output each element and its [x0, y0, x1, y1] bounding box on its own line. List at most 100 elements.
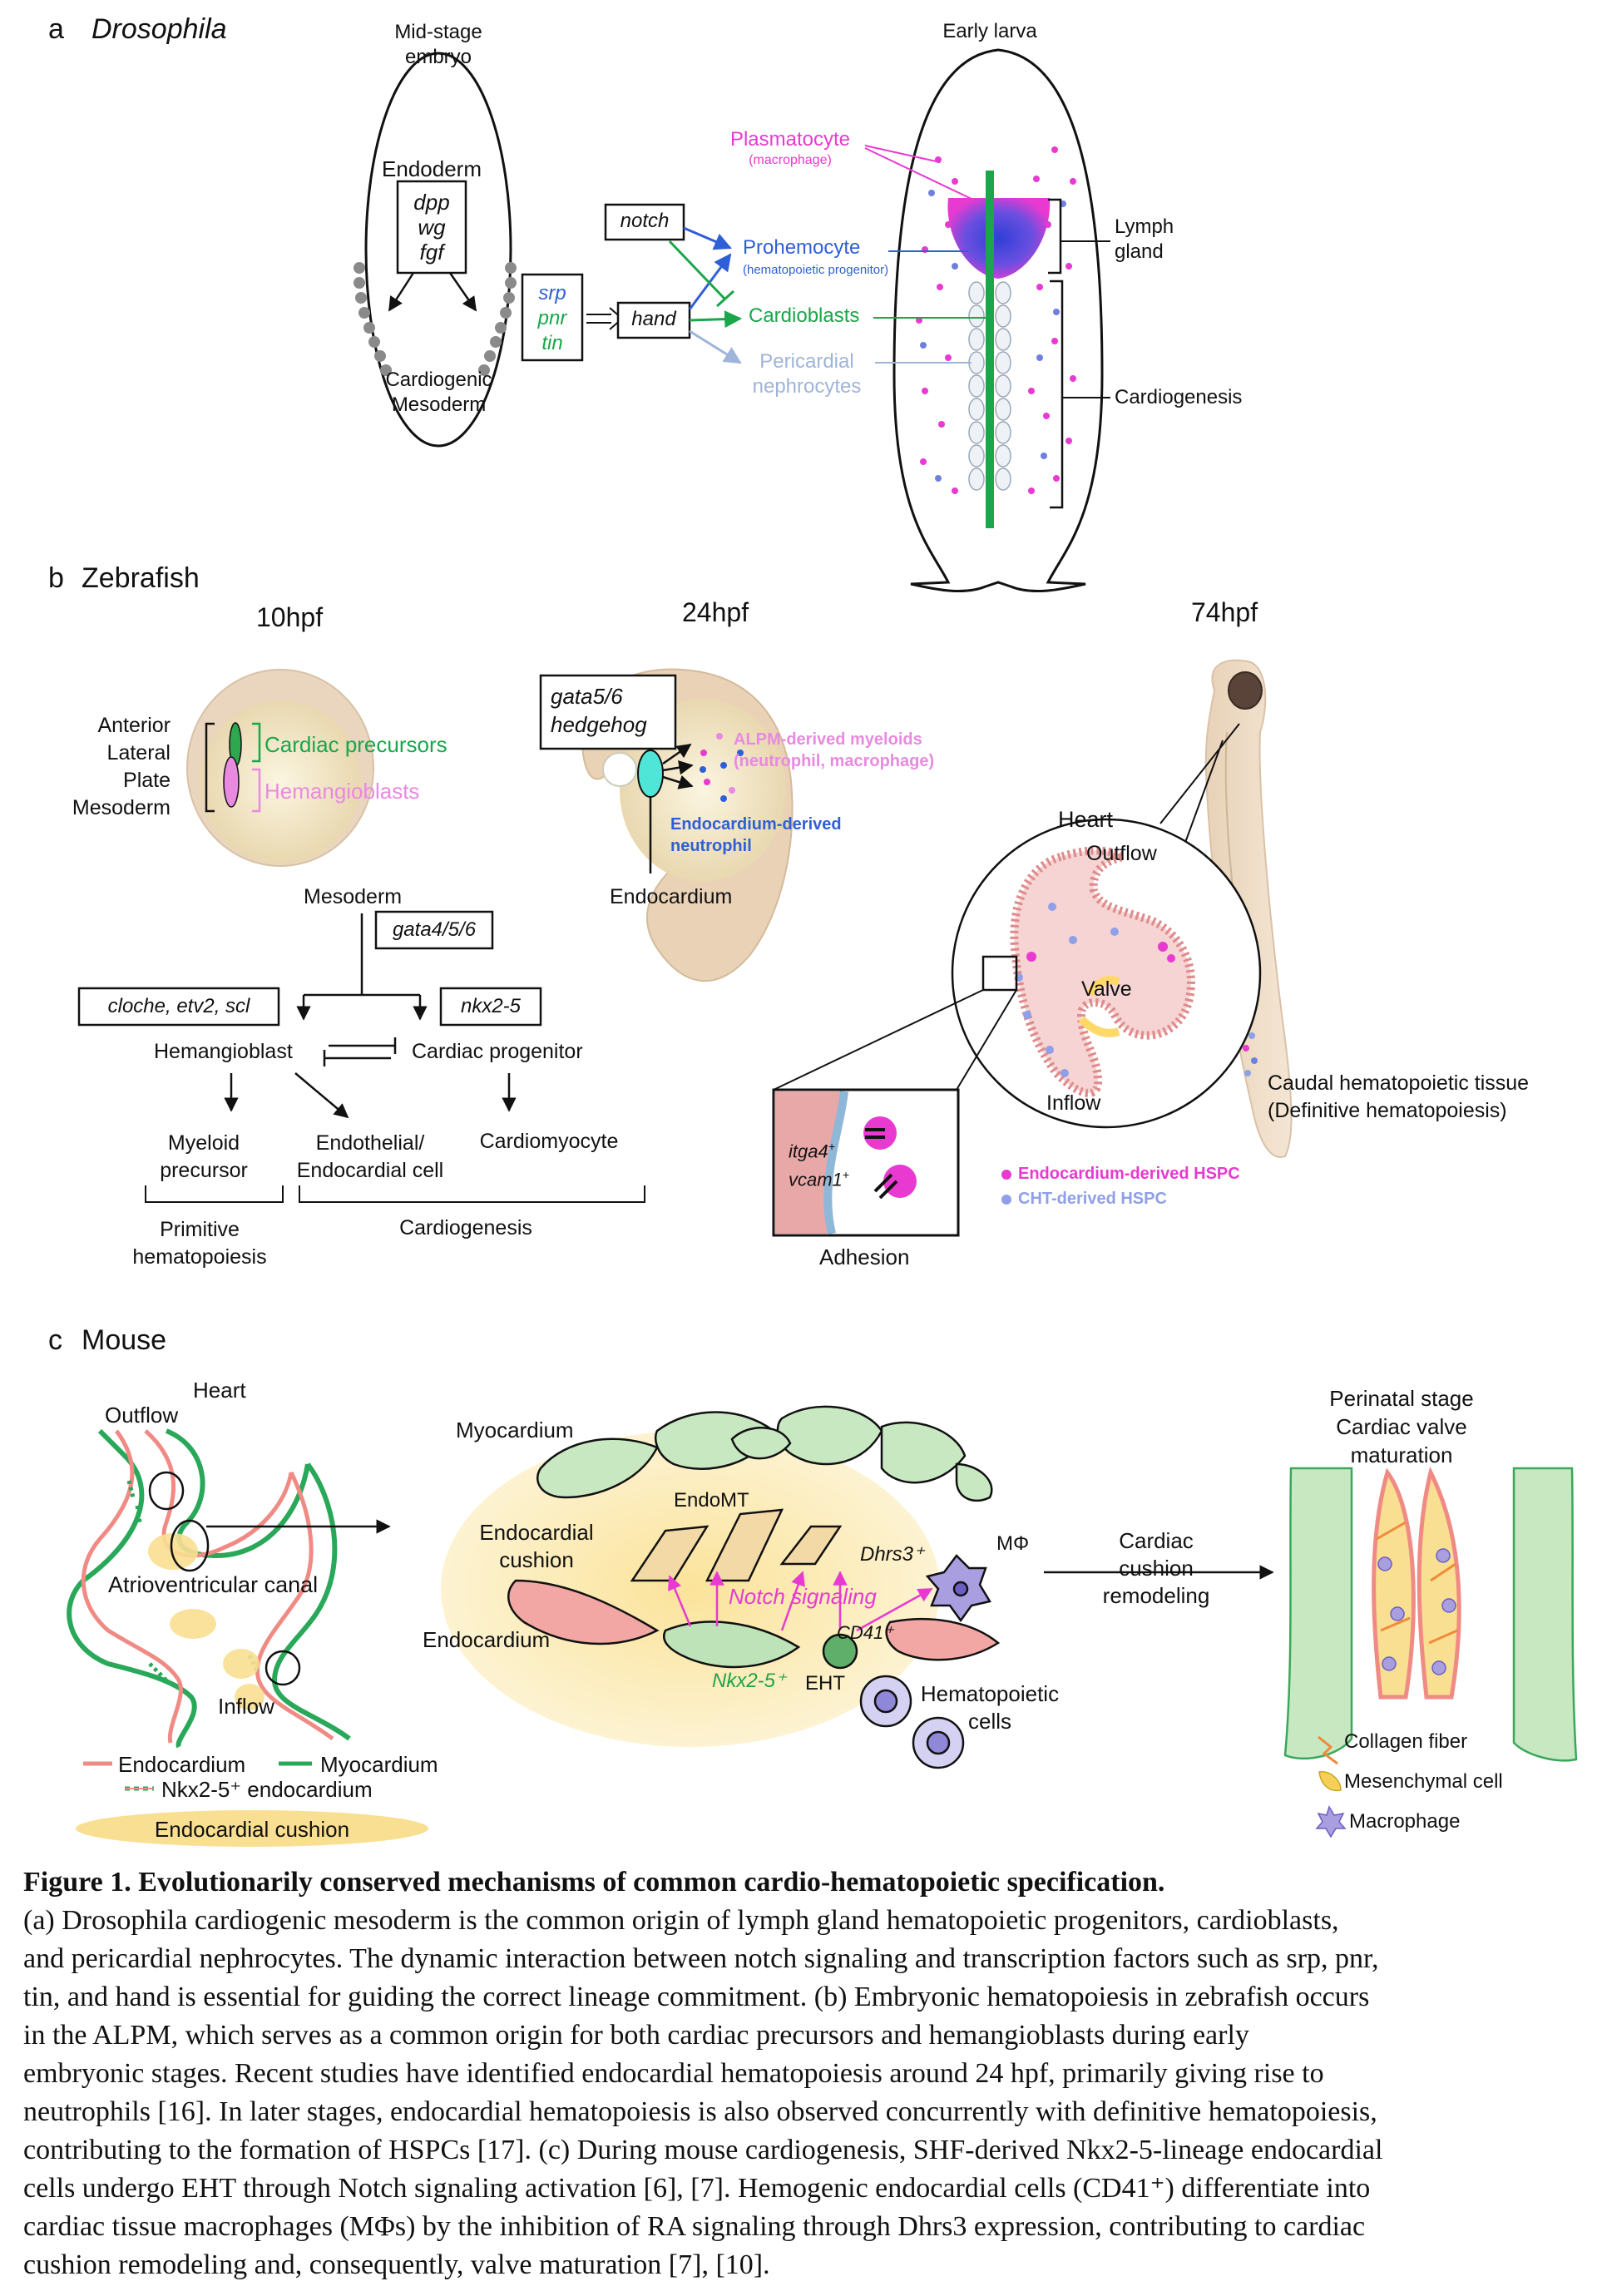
- notch-arrows: [667, 1571, 933, 1632]
- stage-10hpf: 10hpf: [256, 602, 324, 632]
- caption-line: and pericardial nephrocytes. The dynamic…: [23, 1943, 1379, 1974]
- legend-endo-hspc: Endocardium-derived HSPC: [1018, 1165, 1240, 1183]
- endocardial-cushion-bg: [441, 1431, 940, 1747]
- gata456-box: [374, 910, 494, 950]
- heart-hspc-dots: [1015, 903, 1175, 1077]
- mesenchymal-label: Mesenchymal cell: [1344, 1770, 1503, 1793]
- heart-c-label: Heart: [193, 1378, 246, 1403]
- adhesion-zoom-marker: [981, 955, 1018, 992]
- plasmatocyte-dots: [916, 146, 1076, 494]
- zebrafish-heart-tissue: [1010, 846, 1195, 1097]
- cardioblasts-label: Cardioblasts: [749, 304, 860, 327]
- panel-c: [67, 1405, 1578, 1847]
- gene-pnr: pnr: [537, 307, 567, 329]
- gene-srp: srp: [538, 282, 566, 304]
- fish-eye: [1228, 671, 1263, 710]
- pericardial-label: Pericardial nephrocytes: [752, 350, 862, 398]
- heart-b-label: Heart: [1058, 807, 1114, 832]
- tf-gene-box: [521, 273, 584, 362]
- hemangioblast-domain: [223, 756, 240, 808]
- valve-macrophages: [1377, 1548, 1456, 1675]
- notch-label: notch: [620, 210, 670, 232]
- hand-label: hand: [631, 308, 676, 330]
- mesenchymal-cells: [630, 1508, 843, 1582]
- primitive-label: Primitive hematopoiesis: [132, 1218, 267, 1269]
- mouse-cushion-blobs: [148, 1533, 265, 1710]
- adhesion-label: Adhesion: [819, 1244, 910, 1269]
- gata56-hedgehog-box: [539, 674, 677, 750]
- stage-74hpf: 74hpf: [1191, 597, 1258, 627]
- gene-fgf: fgf: [419, 240, 444, 265]
- caption-line: in the ALPM, which serves as a common or…: [23, 2020, 1249, 2051]
- cht-label: Caudal hematopoietic tissue (Definitive …: [1268, 1071, 1530, 1122]
- myocardium-c-label: Myocardium: [456, 1418, 574, 1442]
- legend-cushion-swatch: [76, 1810, 428, 1847]
- hemangioblast-label: Hemangioblast: [154, 1040, 293, 1063]
- caption-line: cushion remodeling and, consequently, va…: [23, 2249, 770, 2280]
- collagen-icon: [1318, 1735, 1338, 1765]
- figure-canvas: [67, 48, 1578, 1847]
- caption-title: Figure 1. Evolutionarily conserved mecha…: [23, 1867, 1165, 1898]
- dhrs3-label: Dhrs3⁺: [860, 1543, 924, 1566]
- gata56-hedgehog-label: gata5/6 hedgehog: [551, 684, 647, 737]
- valve-myocardium-left: [1283, 1467, 1353, 1760]
- panel-b-title: Zebrafish: [82, 562, 200, 594]
- myeloid-dots-24hpf: [700, 733, 744, 802]
- macrophage-label: Macrophage: [1349, 1810, 1461, 1833]
- remodeling-label: Cardiac cushion remodeling: [1102, 1528, 1210, 1608]
- perinatal-label: Perinatal stage Cardiac valve maturation: [1329, 1386, 1474, 1467]
- legend-endo-hspc-dot: [1001, 1170, 1011, 1180]
- endoderm-gene-box: [396, 180, 467, 275]
- cloche-box: [77, 987, 280, 1027]
- endocardial-cells: [507, 1579, 1001, 1670]
- endocardium-24-label: Endocardium: [610, 885, 733, 908]
- legend-nkx: Nkx2-5⁺ endocardium: [161, 1777, 373, 1802]
- cardiomyocyte-label: Cardiomyocyte: [479, 1130, 619, 1153]
- valve-leaflet-left: [1372, 1467, 1416, 1700]
- larva-title: Early larva: [942, 20, 1037, 42]
- endocardium-24hpf: [637, 750, 664, 798]
- cardiogenic-cells-left: [354, 262, 392, 376]
- embryo-title: Mid-stage embryo: [394, 21, 482, 68]
- lymph-gland-label: Lymph gland: [1115, 215, 1174, 263]
- cardiogenesis-b-label: Cardiogenesis: [399, 1216, 532, 1240]
- legend-cht-hspc-dot: [1001, 1195, 1011, 1205]
- macrophage-mphi: [925, 1554, 991, 1623]
- cd41-label: CD41⁺: [837, 1622, 893, 1643]
- gene-dpp: dpp: [413, 190, 450, 215]
- caption-line: contributing to the formation of HSPCs […: [23, 2135, 1383, 2165]
- notch-box: [604, 203, 685, 241]
- legend-endocardium: Endocardium: [118, 1752, 246, 1777]
- valve-collagen: [1376, 1521, 1458, 1645]
- caption-line: (a) Drosophila cardiogenic mesoderm is t…: [23, 1905, 1339, 1936]
- panel-a-label: a: [48, 13, 64, 45]
- outflow-c-label: Outflow: [105, 1403, 179, 1428]
- figure-caption: Figure 1. Evolutionarily conserved mecha…: [23, 1863, 1574, 2284]
- caption-line: neutrophils [16]. In later stages, endoc…: [23, 2096, 1377, 2127]
- prohemocyte-dots: [920, 190, 1066, 482]
- caption-line: cells undergo EHT through Notch signalin…: [23, 2173, 1371, 2204]
- nkx25-b-label: nkx2-5: [460, 995, 522, 1017]
- cardiogenesis-a-label: Cardiogenesis: [1115, 386, 1243, 408]
- av-canal-label: Atrioventricular canal: [108, 1572, 319, 1597]
- alpm-label: Anterior Lateral Plate Mesoderm: [72, 714, 171, 819]
- hemangioblasts-label: Hemangioblasts: [265, 779, 420, 804]
- zebrafish-74hpf-larva: [1204, 659, 1293, 1158]
- endoderm-gene-list: dpp wg fgf: [398, 190, 466, 265]
- panel-a: [354, 48, 1110, 593]
- panel-c-label: c: [48, 1324, 62, 1356]
- tf-gene-list: srp pnr tin: [522, 281, 582, 356]
- caption-line: tin, and hand is essential for guiding t…: [23, 1982, 1370, 2012]
- hspc-top: [863, 1116, 897, 1150]
- alpm-myeloids-label: ALPM-derived myeloids (neutrophil, macro…: [734, 730, 935, 770]
- myocardial-cells: [536, 1405, 993, 1502]
- nkx25-c-label: Nkx2-5⁺: [712, 1670, 786, 1692]
- cardiogenic-cells-right: [478, 262, 517, 376]
- outflow-b-label: Outflow: [1086, 842, 1157, 865]
- plasmatocyte-sub: (macrophage): [749, 153, 832, 167]
- legend-myocardium: Myocardium: [320, 1752, 438, 1777]
- valve-label: Valve: [1081, 977, 1132, 1001]
- inflow-b-label: Inflow: [1046, 1091, 1101, 1115]
- macrophage-icon: [1315, 1805, 1347, 1838]
- endoderm-label: Endoderm: [382, 156, 482, 181]
